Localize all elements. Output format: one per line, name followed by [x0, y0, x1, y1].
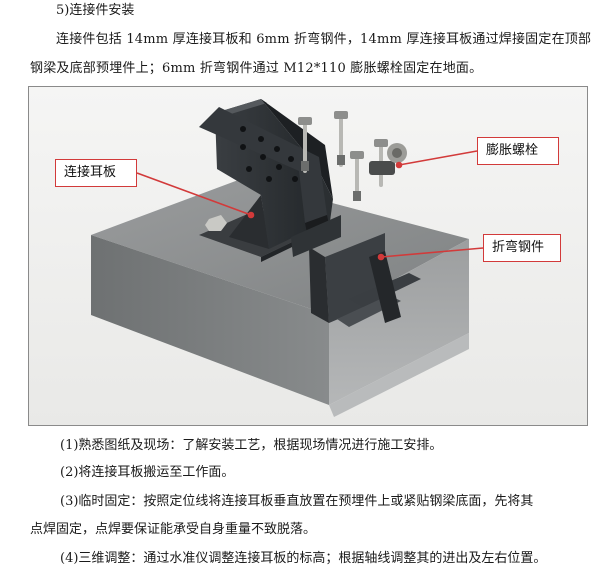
bent-angle-rear: [291, 215, 341, 257]
concrete-right-face: [329, 239, 469, 405]
intro-paragraph-line-1: 连接件包括 14mm 厚连接耳板和 6mm 折弯钢件，14mm 厚连接耳板通过焊…: [56, 32, 592, 47]
callout-expansion-bolt: 膨胀螺栓: [477, 137, 559, 165]
section-heading: 5)连接件安装: [56, 3, 135, 18]
step-1: (1)熟悉图纸及现场：了解安装工艺，根据现场情况进行施工安排。: [60, 438, 443, 453]
callout-bent-angle: 折弯钢件: [483, 234, 561, 262]
concrete-left-face: [91, 235, 329, 405]
connector-render: [91, 99, 484, 417]
side-nut: [205, 215, 227, 231]
callout-lug-plate: 连接耳板: [55, 159, 137, 187]
leader-bolt: [398, 150, 478, 166]
leader-plate: [136, 172, 252, 216]
connector-illustration: 连接耳板 膨胀螺栓 折弯钢件: [28, 86, 588, 426]
step-2: (2)将连接耳板搬运至工作面。: [60, 465, 235, 480]
leader-angle: [380, 247, 484, 258]
intro-paragraph-line-2: 钢梁及底部预埋件上；6mm 折弯钢件通过 M12*110 膨胀螺栓固定在地面。: [30, 61, 483, 76]
step-4: (4)三维调整：通过水准仪调整连接耳板的标高；根据轴线调整其的进出及左右位置。: [60, 551, 547, 566]
step-3-line-1: (3)临时固定：按照定位线将连接耳板垂直放置在预埋件上或紧贴钢梁底面，先将其: [60, 494, 534, 509]
step-3-line-2: 点焊固定，点焊要保证能承受自身重量不致脱落。: [30, 522, 317, 537]
lug-plate-top-bracket: [199, 107, 327, 223]
